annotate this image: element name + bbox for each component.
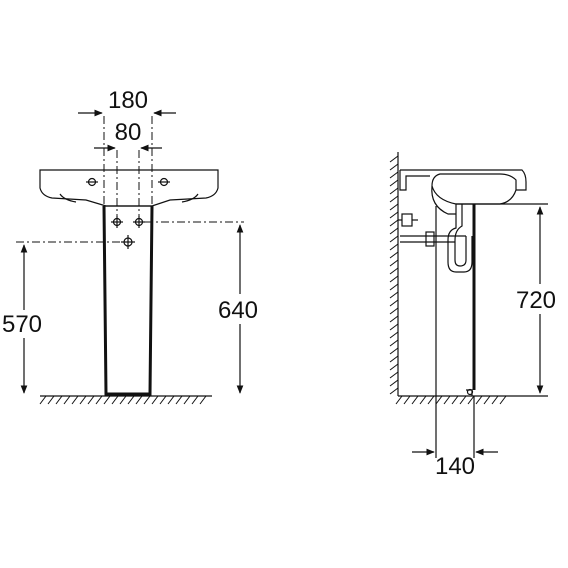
side-wall	[389, 152, 399, 396]
side-basin	[399, 169, 527, 215]
front-floor	[39, 395, 212, 405]
dim-80-label: 80	[115, 119, 142, 146]
dim-180: 180	[78, 87, 176, 117]
side-view: 720 140	[389, 152, 556, 480]
tap-hole-left-icon	[86, 177, 98, 187]
side-floor	[395, 395, 516, 405]
dim-140-label: 140	[435, 453, 475, 480]
dim-640-label: 640	[218, 297, 258, 324]
tap-hole-right-icon	[158, 177, 170, 187]
dim-80: 80	[94, 119, 162, 152]
dim-140: 140	[412, 448, 498, 480]
tap-connector-icon	[398, 213, 418, 227]
dim-640: 640	[218, 224, 258, 394]
dim-570-label: 570	[2, 311, 42, 338]
front-view: 180 80 570 640	[2, 87, 258, 405]
dim-720: 720	[516, 206, 556, 394]
front-basin	[39, 169, 219, 207]
waste-outlet-icon	[121, 235, 135, 249]
front-pedestal	[102, 205, 154, 396]
waste-trap	[400, 204, 473, 273]
dim-180-label: 180	[108, 87, 148, 114]
dim-720-label: 720	[516, 287, 556, 314]
dim-570: 570	[2, 244, 42, 394]
side-pedestal	[435, 204, 476, 396]
